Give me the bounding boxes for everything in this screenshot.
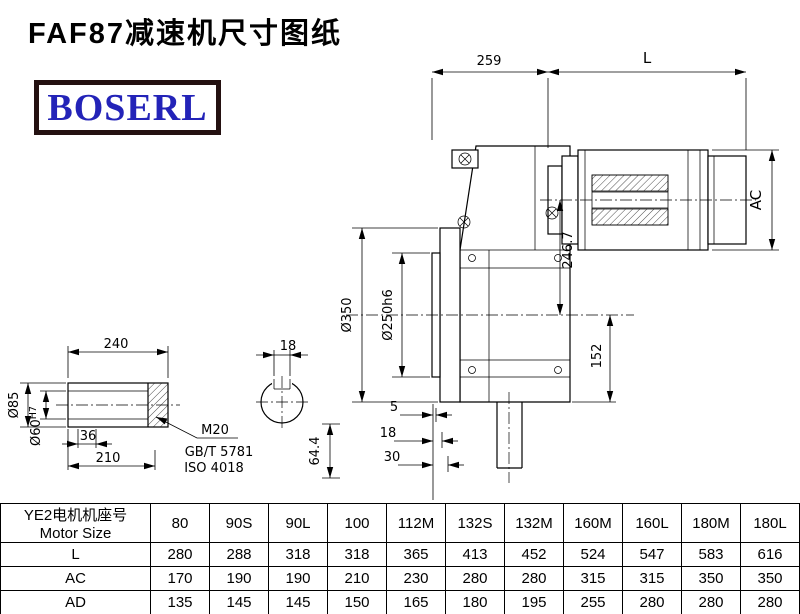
col-header: 160L bbox=[622, 503, 682, 543]
row-label: AC bbox=[0, 566, 151, 591]
motor-size-table: YE2电机机座号 Motor Size 80 90S 90L 100 112M … bbox=[0, 503, 800, 614]
dimension-drawing: 259 L AC Ø350 Ø250h6 246.7 152 bbox=[7, 49, 779, 500]
cell: 135 bbox=[150, 590, 210, 614]
cell: 280 bbox=[681, 590, 741, 614]
cell: 524 bbox=[563, 542, 623, 567]
dim-5-label: 5 bbox=[390, 400, 398, 415]
cell: 165 bbox=[386, 590, 446, 614]
dim-d60h7: Ø60H7 bbox=[28, 390, 66, 446]
cell: 547 bbox=[622, 542, 682, 567]
cell: 145 bbox=[268, 590, 328, 614]
table-row-AD: AD 135 145 145 150 165 180 195 255 280 2… bbox=[0, 590, 800, 614]
dim-152-label: 152 bbox=[590, 344, 605, 369]
cell: 365 bbox=[386, 542, 446, 567]
cell: 350 bbox=[740, 566, 800, 591]
dim-246-7: 246.7 bbox=[556, 200, 576, 315]
cell: 413 bbox=[445, 542, 505, 567]
cell: 150 bbox=[327, 590, 387, 614]
cell: 190 bbox=[209, 566, 269, 591]
dim-d350: Ø350 bbox=[340, 227, 438, 403]
col-header: 180L bbox=[740, 503, 800, 543]
table-row-L: L 280 288 318 318 365 413 452 524 547 58… bbox=[0, 542, 800, 567]
dim-AC-label: AC bbox=[747, 190, 765, 210]
cell: 280 bbox=[740, 590, 800, 614]
dim-L-label: L bbox=[643, 49, 652, 67]
cell: 210 bbox=[327, 566, 387, 591]
cell: 145 bbox=[209, 590, 269, 614]
col-header: 180M bbox=[681, 503, 741, 543]
col-header: 80 bbox=[150, 503, 210, 543]
dim-240: 240 bbox=[67, 337, 169, 378]
col-header: 132M bbox=[504, 503, 564, 543]
dim-210-label: 210 bbox=[96, 451, 121, 466]
cell: 280 bbox=[150, 542, 210, 567]
gearbox-housing bbox=[431, 145, 571, 469]
cell: 170 bbox=[150, 566, 210, 591]
cell: 230 bbox=[386, 566, 446, 591]
dim-d85: Ø85 bbox=[7, 382, 66, 428]
thread-note: M20 GB/T 5781 ISO 4018 bbox=[155, 416, 254, 476]
col-header: 112M bbox=[386, 503, 446, 543]
dim-259: 259 bbox=[431, 54, 549, 148]
dim-210: 210 bbox=[67, 429, 156, 470]
row-label: AD bbox=[0, 590, 151, 614]
cell: 280 bbox=[622, 590, 682, 614]
dim-L: L bbox=[548, 49, 747, 150]
dim-30-label: 30 bbox=[384, 450, 401, 465]
note-gb-label: GB/T 5781 bbox=[185, 445, 254, 460]
dim-5-18-30: 5 18 30 bbox=[380, 400, 464, 500]
brand-logo: BOSERL bbox=[47, 86, 208, 129]
cell: 318 bbox=[268, 542, 328, 567]
row-label: L bbox=[0, 542, 151, 567]
dim-d350-label: Ø350 bbox=[340, 297, 355, 332]
col-header: 90S bbox=[209, 503, 269, 543]
col-header: 132S bbox=[445, 503, 505, 543]
dim-36-label: 36 bbox=[80, 429, 97, 444]
cell: 190 bbox=[268, 566, 328, 591]
header-cn: YE2电机机座号 bbox=[23, 507, 128, 524]
dim-64-4: 64.4 bbox=[308, 423, 340, 479]
dim-d250h6-label: Ø250h6 bbox=[381, 289, 396, 341]
col-header: 90L bbox=[268, 503, 328, 543]
cell: 180 bbox=[445, 590, 505, 614]
cell: 315 bbox=[563, 566, 623, 591]
bolt-symbols bbox=[457, 152, 562, 374]
cell: 288 bbox=[209, 542, 269, 567]
col-header: 160M bbox=[563, 503, 623, 543]
dim-246-7-label: 246.7 bbox=[561, 231, 576, 268]
dim-d60h7-label: Ø60H7 bbox=[28, 406, 44, 446]
cell: 315 bbox=[622, 566, 682, 591]
table-row-AC: AC 170 190 190 210 230 280 280 315 315 3… bbox=[0, 566, 800, 591]
table-header-row: YE2电机机座号 Motor Size 80 90S 90L 100 112M … bbox=[0, 503, 800, 543]
dim-18-flange-label: 18 bbox=[380, 426, 397, 441]
cell: 350 bbox=[681, 566, 741, 591]
cell: 616 bbox=[740, 542, 800, 567]
dim-240-label: 240 bbox=[104, 337, 129, 352]
dim-d85-label: Ø85 bbox=[7, 392, 22, 419]
cell: 195 bbox=[504, 590, 564, 614]
cell: 280 bbox=[445, 566, 505, 591]
dim-64-4-label: 64.4 bbox=[308, 437, 323, 466]
header-en: Motor Size bbox=[39, 525, 112, 542]
logo-frame: BOSERL bbox=[34, 80, 221, 135]
motor-size-header: YE2电机机座号 Motor Size bbox=[0, 503, 151, 543]
cell: 452 bbox=[504, 542, 564, 567]
cell: 583 bbox=[681, 542, 741, 567]
dim-18-key: 18 bbox=[256, 339, 308, 376]
dim-18-key-label: 18 bbox=[280, 339, 297, 354]
note-m20-label: M20 bbox=[201, 423, 229, 438]
col-header: 100 bbox=[327, 503, 387, 543]
cell: 280 bbox=[504, 566, 564, 591]
cell: 318 bbox=[327, 542, 387, 567]
note-iso-label: ISO 4018 bbox=[184, 461, 244, 476]
dim-152: 152 bbox=[572, 315, 616, 403]
centerlines bbox=[56, 199, 756, 483]
dim-36: 36 bbox=[62, 429, 112, 448]
dim-259-label: 259 bbox=[477, 54, 502, 69]
cell: 255 bbox=[563, 590, 623, 614]
dim-d250h6: Ø250h6 bbox=[381, 252, 430, 378]
dim-AC: AC bbox=[712, 149, 779, 251]
page-title: FAF87减速机尺寸图纸 bbox=[28, 18, 343, 50]
